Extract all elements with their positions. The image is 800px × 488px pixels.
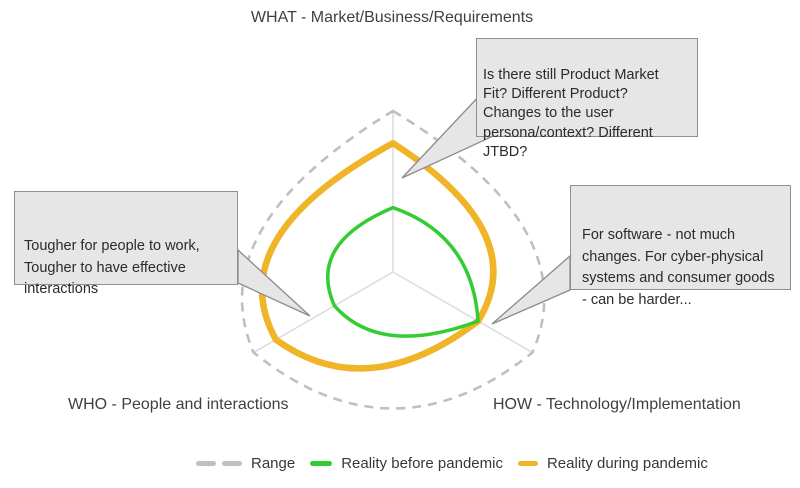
callout-pointer-how [491,254,571,325]
range-dashed-line-icon [196,461,242,466]
callout-technology: For software - not much changes. For cyb… [570,185,791,308]
callout-people-interactions-text: Tougher for people to work, Tougher to h… [24,237,200,298]
callout-people-interactions: Tougher for people to work, Tougher to h… [14,191,238,297]
range-dash-icon [196,461,216,466]
callout-product-market-fit-text: Is there still Product Market Fit? Diffe… [483,67,659,160]
before-pandemic-line-icon [310,461,333,466]
legend-label-before-pandemic: Reality before pandemic [341,455,503,472]
during-pandemic-line-icon [517,461,538,466]
range-dash-icon [222,461,242,466]
legend-item-range: Range [196,455,295,472]
axis-label-who: WHO - People and interactions [68,396,289,413]
series-reality-during-pandemic [258,139,497,372]
legend-item-during-pandemic: Reality during pandemic [517,455,708,472]
callout-pointer-who [237,248,311,317]
radar-axis-line [392,271,533,354]
legend-label-during-pandemic: Reality during pandemic [546,455,708,472]
axis-label-what: WHAT - Market/Business/Requirements [250,9,534,26]
series-reality-before-pandemic [325,205,480,338]
callout-technology-text: For software - not much changes. For cyb… [582,226,775,308]
legend-item-before-pandemic: Reality before pandemic [310,455,503,472]
callout-product-market-fit: Is there still Product Market Fit? Diffe… [476,38,698,160]
legend-label-range: Range [251,455,296,472]
chart-legend: Range Reality before pandemic Reality du… [196,455,708,472]
axis-label-how: HOW - Technology/Implementation [493,396,741,413]
series-range [240,109,546,410]
